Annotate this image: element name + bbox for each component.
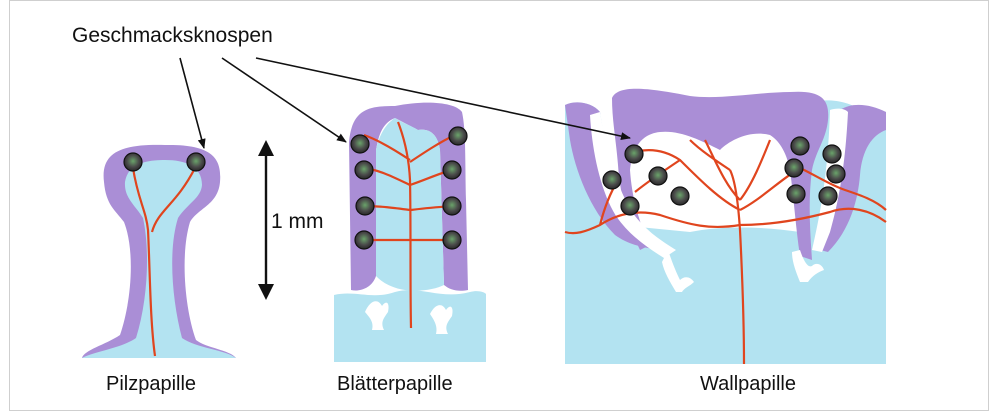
taste-bud — [649, 167, 667, 185]
arrow-to-blaetterpapille — [222, 58, 346, 142]
taste-bud — [625, 145, 643, 163]
arrow-to-pilzpapille — [180, 58, 204, 148]
taste-bud — [621, 197, 639, 215]
taste-bud — [603, 171, 621, 189]
taste-bud — [351, 135, 369, 153]
taste-buds-label: Geschmacksknospen — [72, 24, 273, 48]
taste-bud — [443, 197, 461, 215]
wallpapille-label: Wallpapille — [700, 373, 796, 396]
blaetterpapille-label: Blätterpapille — [337, 373, 453, 396]
scale-label: 1 mm — [271, 210, 324, 234]
wallpapille-figure — [565, 89, 886, 364]
taste-bud — [819, 187, 837, 205]
pilzpapille-label: Pilzpapille — [106, 373, 196, 396]
taste-bud — [785, 159, 803, 177]
taste-bud — [443, 161, 461, 179]
taste-bud — [791, 137, 809, 155]
taste-bud — [355, 161, 373, 179]
taste-bud — [449, 127, 467, 145]
taste-bud — [355, 231, 373, 249]
taste-bud — [124, 153, 142, 171]
taste-bud — [827, 165, 845, 183]
taste-bud — [187, 153, 205, 171]
taste-bud — [671, 187, 689, 205]
pilzpapille-figure — [82, 145, 236, 358]
taste-bud — [443, 231, 461, 249]
taste-bud — [787, 185, 805, 203]
taste-bud — [356, 197, 374, 215]
taste-bud — [823, 145, 841, 163]
